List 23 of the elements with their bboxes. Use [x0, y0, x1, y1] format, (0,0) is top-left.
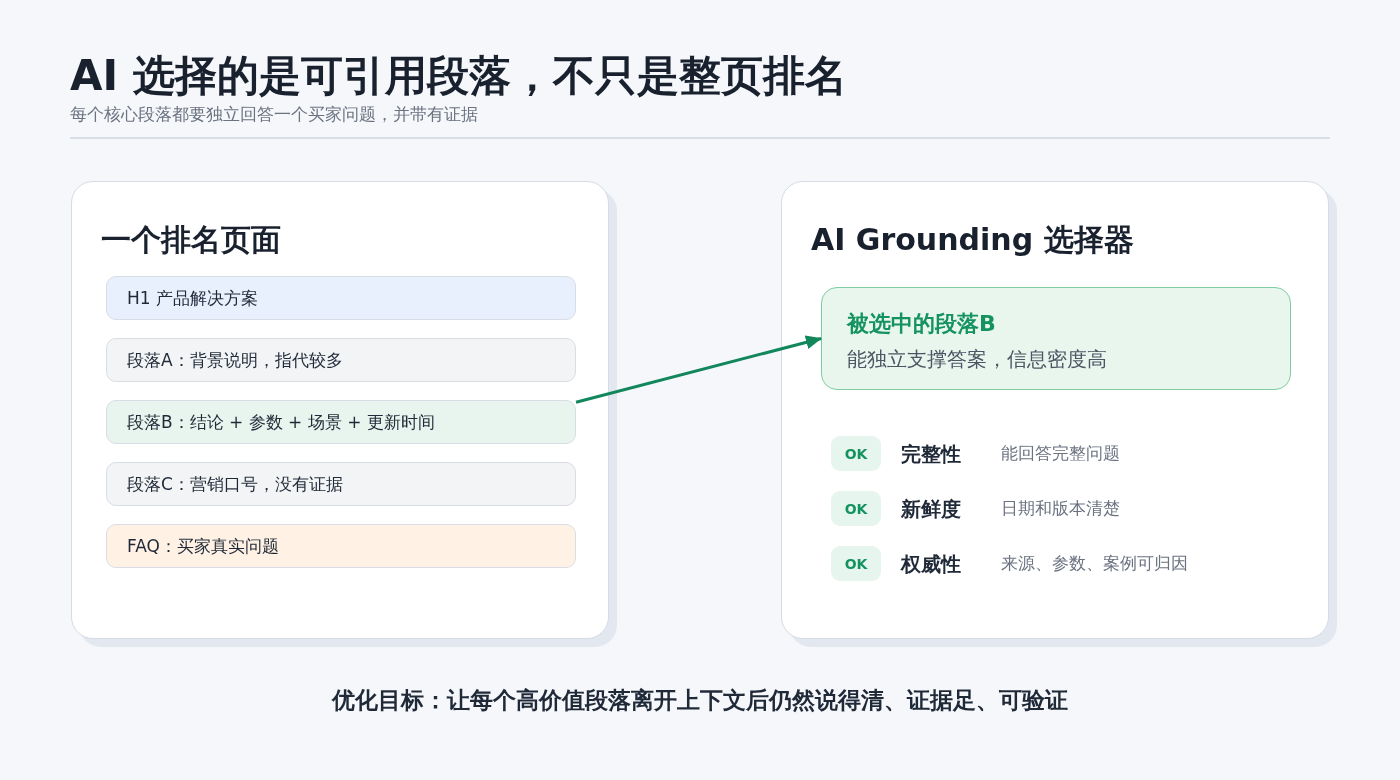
- selected-description: 能独立支撑答案，信息密度高: [847, 346, 1107, 372]
- ok-badge: OK: [831, 546, 881, 581]
- criterion-name: 完整性: [901, 441, 961, 466]
- subtitle: 每个核心段落都要独立回答一个买家问题，并带有证据: [70, 104, 478, 125]
- criterion-description: 能回答完整问题: [1001, 443, 1120, 464]
- criterion-description: 日期和版本清楚: [1001, 498, 1120, 519]
- paragraph-row: 段落A：背景说明，指代较多: [106, 338, 576, 382]
- panel-heading: 一个排名页面: [101, 221, 281, 259]
- paragraph-row: 段落C：营销口号，没有证据: [106, 462, 576, 506]
- criterion-name: 权威性: [901, 551, 961, 576]
- arrow: [575, 335, 822, 404]
- paragraph-row: 段落B：结论 + 参数 + 场景 + 更新时间: [106, 400, 576, 444]
- selected-paragraph-card: [821, 287, 1291, 390]
- faq-row: FAQ：买家真实问题: [106, 524, 576, 568]
- criterion-name: 新鲜度: [901, 496, 961, 521]
- criterion-description: 来源、参数、案例可归因: [1001, 553, 1188, 574]
- caption-text: 优化目标：让每个高价值段落离开上下文后仍然说得清、证据足、可验证: [332, 687, 1068, 713]
- selected-title: 被选中的段落B: [847, 310, 996, 338]
- ok-badge: OK: [831, 491, 881, 526]
- heading-row: H1 产品解决方案: [106, 276, 576, 320]
- ok-badge: OK: [831, 436, 881, 471]
- page-title: AI 选择的是可引用段落，不只是整页排名: [70, 50, 847, 102]
- panel-heading: AI Grounding 选择器: [811, 221, 1134, 259]
